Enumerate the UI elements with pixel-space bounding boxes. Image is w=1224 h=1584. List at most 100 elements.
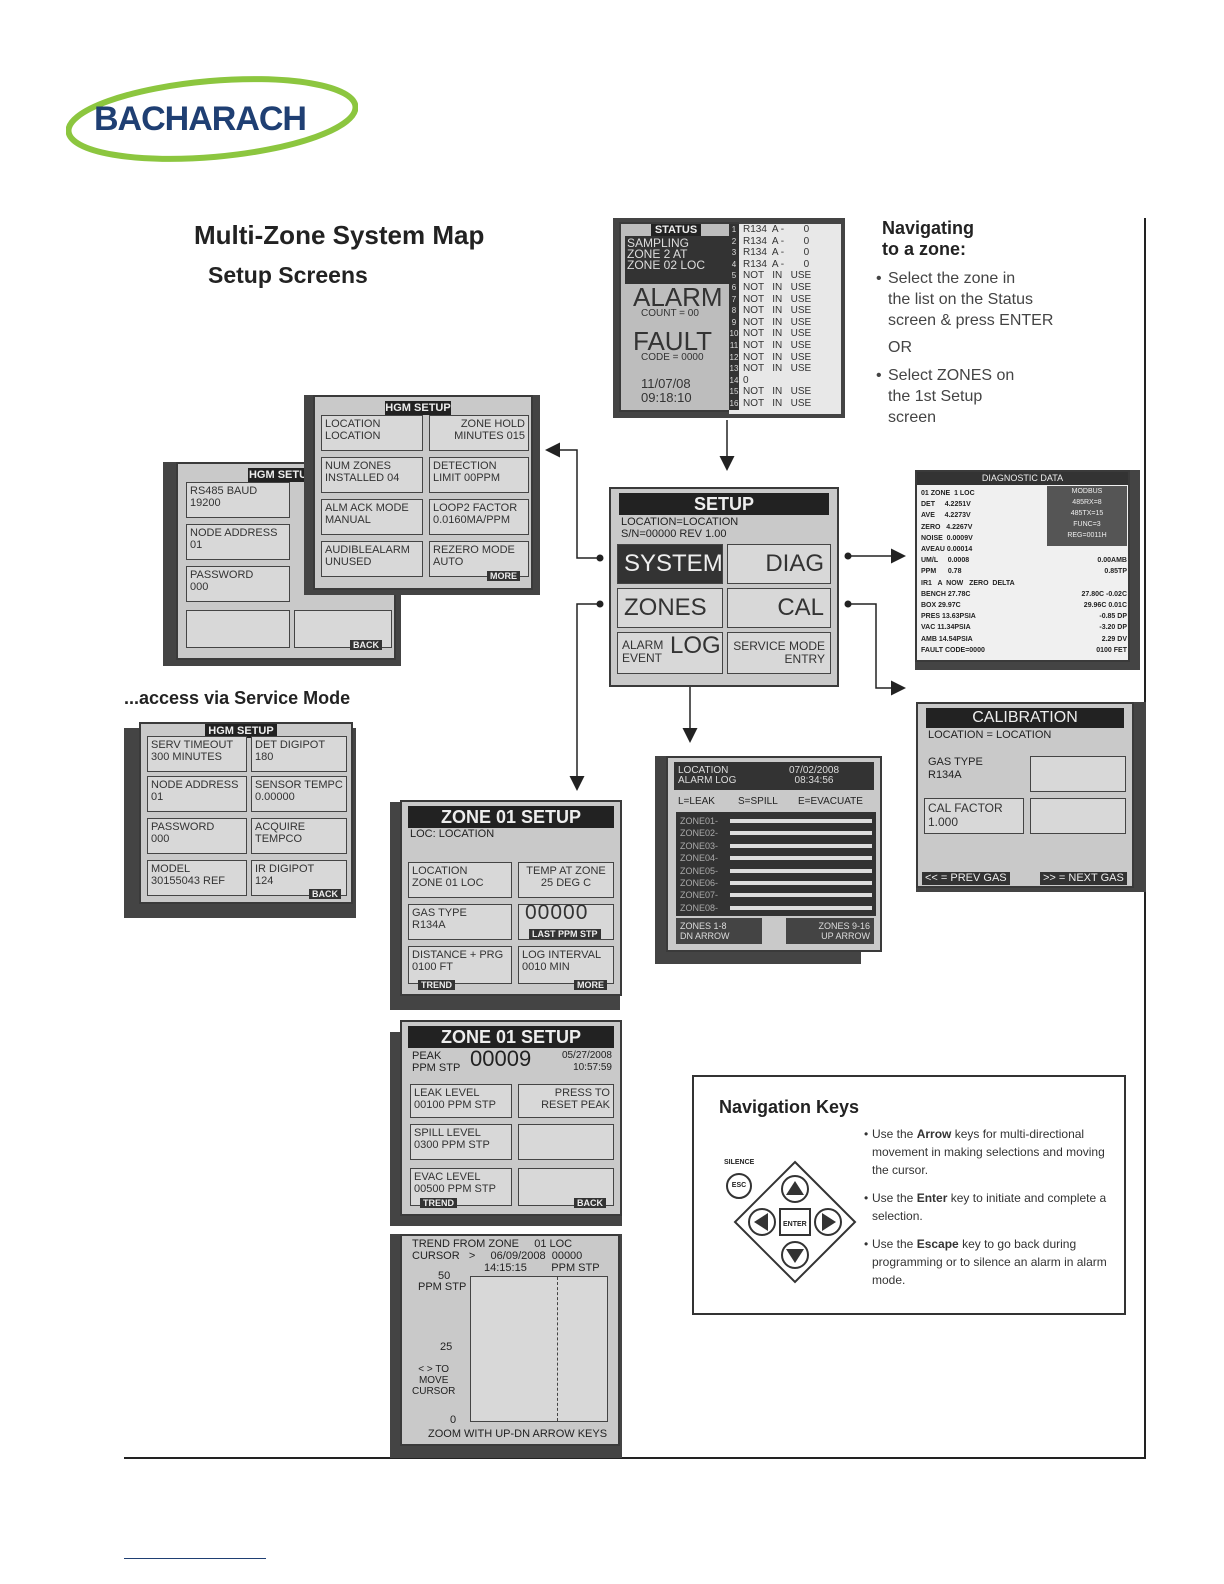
zone-row[interactable]: 0 [743, 374, 749, 386]
zone-row[interactable]: NOT IN USE [743, 316, 812, 328]
zone-row[interactable]: NOT IN USE [743, 351, 812, 363]
nav-bullet-3-post: key to go back during programming or to … [872, 1237, 1107, 1287]
setup-cal-button[interactable]: CAL [727, 588, 831, 628]
zone-setup2-back-tab[interactable]: BACK [574, 1198, 606, 1208]
zone-number[interactable]: 11 [729, 339, 739, 352]
trend-move-cursor: < > TO MOVE CURSOR [412, 1364, 456, 1397]
enter-key-icon[interactable] [779, 1208, 811, 1236]
hgm-front-audible-alarm[interactable]: AUDIBLEALARM UNUSED [321, 541, 423, 577]
zone-row[interactable]: NOT IN USE [743, 386, 812, 398]
zone-number[interactable]: 5 [729, 270, 739, 282]
zone-number[interactable]: 12 [729, 351, 739, 364]
hgm-service-back-tab[interactable]: BACK [309, 889, 341, 899]
zone-row[interactable]: NOT IN USE [743, 270, 812, 282]
zone-setup2-empty-1[interactable] [518, 1124, 614, 1160]
hgm-back-rs485[interactable]: RS485 BAUD 19200 [186, 482, 290, 518]
zone-number[interactable]: 13 [729, 363, 739, 375]
zone-number[interactable]: 1 [729, 224, 739, 236]
hgm-back-back-tab[interactable]: BACK [350, 640, 382, 650]
hgm-back-password[interactable]: PASSWORD 000 [186, 566, 290, 602]
hgm-service-det-digipot[interactable]: DET DIGIPOT 180 [251, 736, 347, 772]
zone-number[interactable]: 14 [729, 374, 739, 387]
alarm-log-zone-row[interactable]: ZONE07- [678, 890, 874, 900]
trend-line3: 14:15:15 PPM STP [484, 1262, 600, 1274]
zone-row[interactable]: NOT IN USE [743, 305, 812, 317]
alarm-log-zone-row[interactable]: ZONE03- [678, 841, 874, 851]
zone-setup1-distance[interactable]: DISTANCE + PRG 0100 FT [408, 946, 512, 984]
calibration-gastype-field[interactable] [1030, 756, 1126, 792]
hgm-front-loop2[interactable]: LOOP2 FACTOR 0.0160MA/PPM [429, 499, 529, 535]
zone-number[interactable]: 3 [729, 247, 739, 259]
zone-row[interactable]: NOT IN USE [743, 397, 812, 409]
zone-setup2-spill-level[interactable]: SPILL LEVEL 0300 PPM STP [410, 1124, 512, 1160]
zone-setup2-leak-level[interactable]: LEAK LEVEL 00100 PPM STP [410, 1084, 512, 1118]
zone-setup1-temp[interactable]: TEMP AT ZONE 25 DEG C [518, 862, 614, 898]
calibration-next-gas[interactable]: >> = NEXT GAS [1040, 872, 1127, 885]
zone-setup1-location[interactable]: LOCATION ZONE 01 LOC [408, 862, 512, 898]
zone-number[interactable]: 10 [729, 328, 739, 340]
setup-service-mode-button[interactable]: SERVICE MODE ENTRY [727, 632, 831, 674]
hgm-front-alm-ack[interactable]: ALM ACK MODE MANUAL [321, 499, 423, 535]
zone-row[interactable]: R134 A - 0 [743, 247, 810, 259]
zone-number[interactable]: 7 [729, 293, 739, 306]
hgm-service-node-address[interactable]: NODE ADDRESS 01 [147, 776, 247, 812]
esc-key-icon[interactable]: ESC [726, 1173, 752, 1199]
calibration-header: CALIBRATION [926, 708, 1124, 728]
zone-row[interactable]: NOT IN USE [743, 293, 812, 305]
setup-diag-button[interactable]: DIAG [727, 544, 831, 584]
calibration-cal-factor-field[interactable] [1030, 798, 1126, 834]
zone-row[interactable]: R134 A - 0 [743, 224, 810, 235]
zone-number[interactable]: 15 [729, 386, 739, 398]
zone-number[interactable]: 2 [729, 235, 739, 248]
zone-setup2-evac-level[interactable]: EVAC LEVEL 00500 PPM STP [410, 1168, 512, 1206]
calibration-cal-factor[interactable]: CAL FACTOR 1.000 [924, 798, 1024, 834]
hgm-front-num-zones[interactable]: NUM ZONES INSTALLED 04 [321, 457, 423, 493]
alarm-log-zone-row[interactable]: ZONE06- [678, 878, 874, 888]
zone-number[interactable]: 4 [729, 258, 739, 271]
hgm-back-node-address[interactable]: NODE ADDRESS 01 [186, 524, 290, 560]
alarm-log-zone-row[interactable]: ZONE05- [678, 866, 874, 876]
hgm-front-location[interactable]: LOCATION LOCATION [321, 415, 423, 451]
alarm-log-zones-9-16[interactable]: ZONES 9-16 UP ARROW [786, 918, 874, 944]
hgm-front-detection[interactable]: DETECTION LIMIT 00PPM [429, 457, 529, 493]
zone-setup1-last-ppm: LAST PPM STP [529, 929, 601, 939]
alarm-log-zone-row[interactable]: ZONE02- [678, 828, 874, 838]
zone-setup2-header: ZONE 01 SETUP [408, 1026, 614, 1048]
hgm-front-more-tab[interactable]: MORE [487, 571, 520, 581]
zone-row[interactable]: R134 A - 0 [743, 258, 810, 270]
setup-system-button[interactable]: SYSTEM [617, 544, 723, 584]
alarm-log-zone-row[interactable]: ZONE01- [678, 816, 874, 826]
zone-row[interactable]: NOT IN USE [743, 281, 812, 293]
hgm-service-serv-timeout[interactable]: SERV TIMEOUT 300 MINUTES [147, 736, 247, 772]
zone-row[interactable]: NOT IN USE [743, 339, 812, 351]
calibration-prev-gas[interactable]: << = PREV GAS [922, 872, 1010, 885]
diagnostic-value: 27.80C -0.02C [1081, 590, 1127, 598]
zone-setup1-gastype[interactable]: GAS TYPE R134A [408, 904, 512, 940]
zone-row[interactable]: R134 A - 0 [743, 235, 810, 247]
hgm-service-acquire-tempco[interactable]: ACQUIRE TEMPCO [251, 818, 347, 854]
zone-setup1-trend-tab[interactable]: TREND [418, 980, 455, 990]
zone-number[interactable]: 16 [729, 397, 739, 410]
alarm-log-zone-row[interactable]: ZONE04- [678, 853, 874, 863]
hgm-service-sensor-tempc[interactable]: SENSOR TEMPC 0.00000 [251, 776, 347, 812]
zone-setup2-reset-peak[interactable]: PRESS TO RESET PEAK [518, 1084, 614, 1118]
hgm-front-zone-hold[interactable]: ZONE HOLD MINUTES 015 [429, 415, 529, 451]
bullet-icon: • [864, 1127, 869, 1141]
zone-number[interactable]: 8 [729, 305, 739, 317]
alarm-log-zone-row[interactable]: ZONE08- [678, 903, 874, 913]
zone-row[interactable]: NOT IN USE [743, 328, 812, 340]
setup-zones-button[interactable]: ZONES [617, 588, 723, 628]
zone-row[interactable]: NOT IN USE [743, 363, 812, 375]
hgm-service-model[interactable]: MODEL 30155043 REF [147, 860, 247, 896]
alarm-log-zones-1-8[interactable]: ZONES 1-8 DN ARROW [676, 918, 762, 944]
zone-setup1-log-interval[interactable]: LOG INTERVAL 0010 MIN [518, 946, 614, 984]
hgm-front-rezero[interactable]: REZERO MODE AUTO [429, 541, 529, 577]
setup-alarm-log-button[interactable]: ALARM EVENT LOG [617, 632, 723, 674]
zone-number[interactable]: 6 [729, 281, 739, 294]
hgm-back-empty-1[interactable] [186, 610, 290, 648]
hgm-service-password[interactable]: PASSWORD 000 [147, 818, 247, 854]
zone-number[interactable]: 9 [729, 316, 739, 329]
zone-setup2-trend-tab[interactable]: TREND [420, 1198, 457, 1208]
zone-setup1-more-tab[interactable]: MORE [574, 980, 607, 990]
status-fault: FAULT [633, 326, 712, 356]
